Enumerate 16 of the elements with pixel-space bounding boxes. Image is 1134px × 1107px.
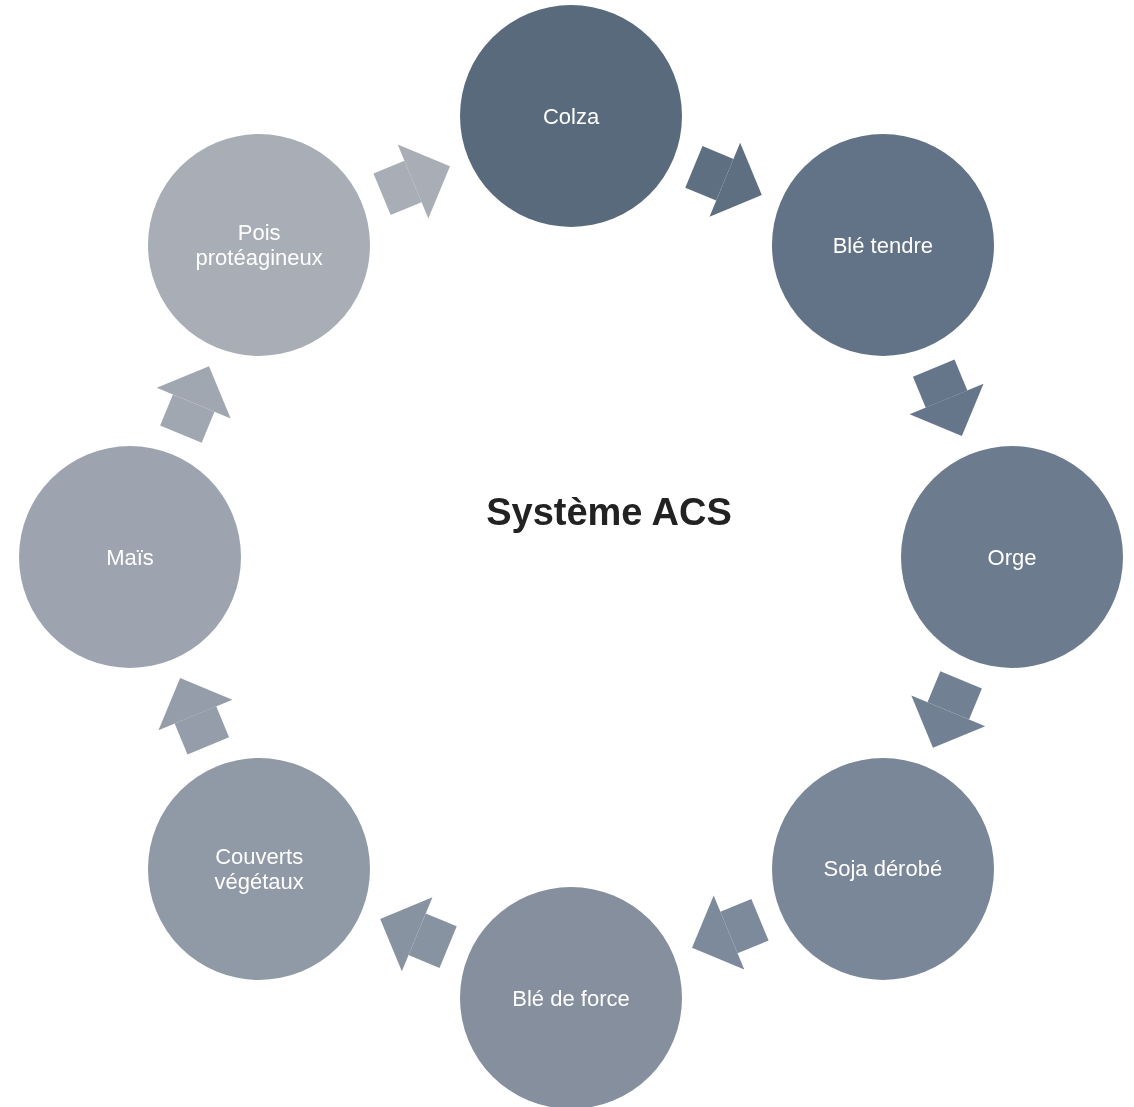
node-label: Blé de force [511,985,631,1011]
node-label: Soja dérobé [822,856,944,882]
node-label: Pois protéagineux [194,220,324,271]
block-arrow [911,671,986,748]
block-arrow [156,366,231,443]
block-arrow [380,897,457,972]
node-label: Blé tendre [831,232,934,258]
node-label: Orge [986,544,1038,570]
block-arrow [692,895,769,970]
block-arrow [158,678,233,755]
node-label: Colza [541,103,601,129]
center-title: Système ACS [486,490,732,534]
node-label: Maïs [105,544,155,570]
block-arrow [909,359,984,436]
node-label: Couverts végétaux [213,843,305,894]
block-arrow [685,142,762,217]
